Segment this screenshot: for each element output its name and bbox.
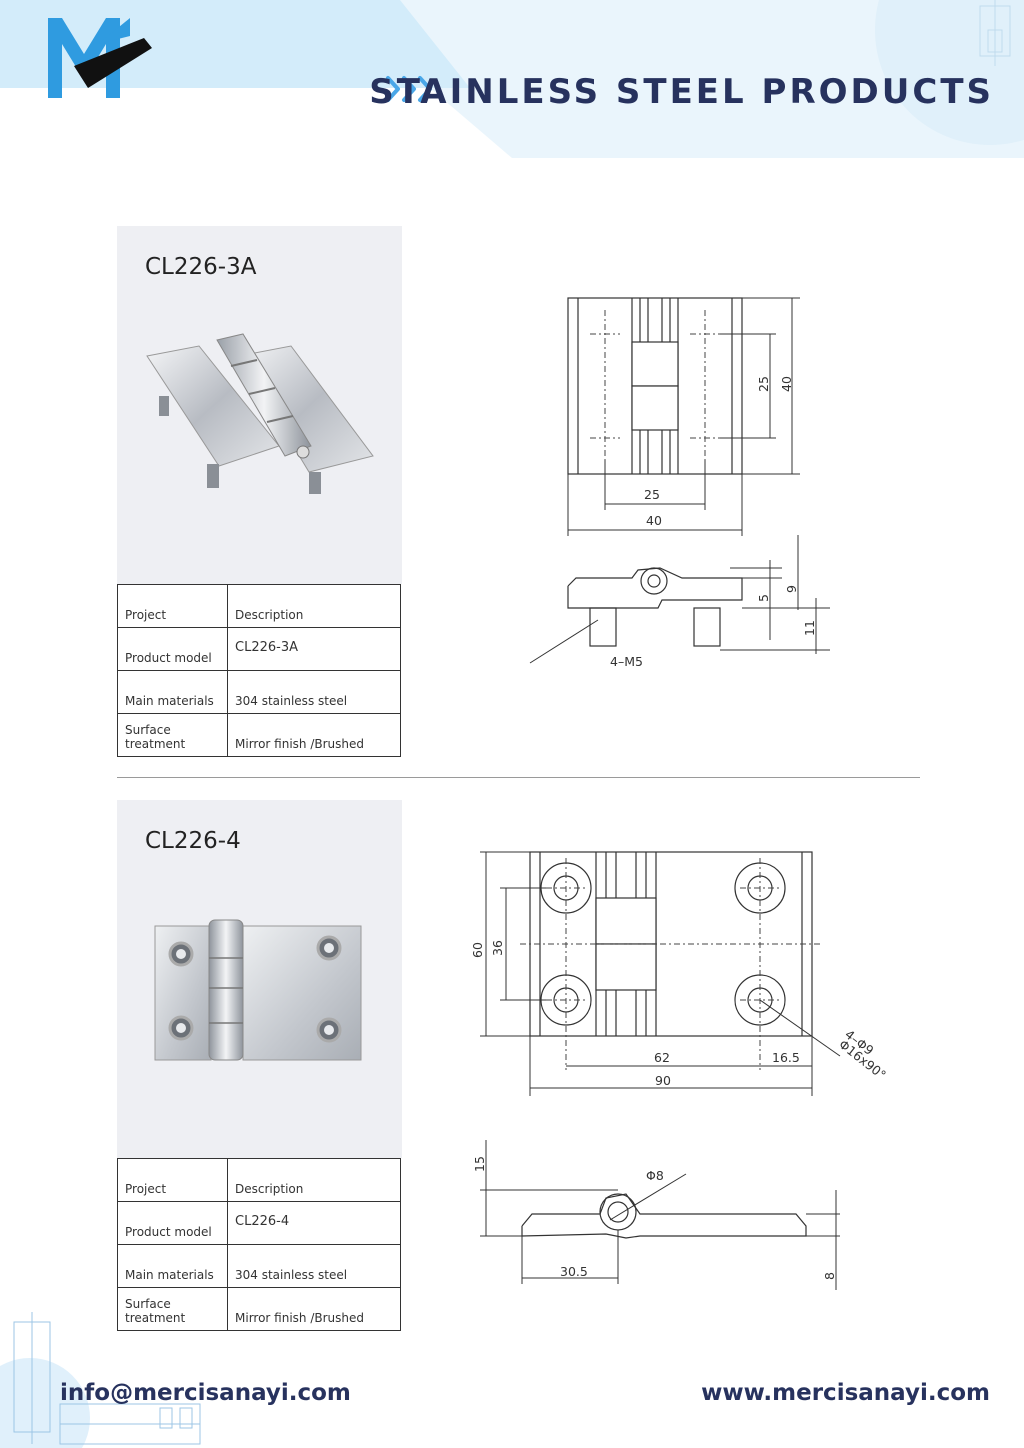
table-row: Surface treatment Mirror finish /Brushed [117,713,401,757]
product-panel-cl226-4: CL226-4 [117,800,402,1158]
corner-decoration [0,1312,201,1448]
product-panel-cl226-3a: CL226-3A [117,226,402,584]
spec-label: Surface treatment [117,1287,228,1331]
section-divider [117,777,920,778]
dim-label: 11 [802,620,817,636]
table-row: Product model CL226-4 [117,1201,401,1245]
spec-value: CL226-3A [227,627,401,671]
brand-logo [48,18,152,98]
dim-label: Φ8 [646,1168,664,1183]
spec-label: Main materials [117,670,228,714]
table-row: Main materials 304 stainless steel [117,670,401,714]
technical-drawing-cl226-3a: 25 40 25 40 5 9 11 4–M5 [529,297,830,669]
dim-label: 30.5 [560,1264,588,1279]
product-title: CL226-4 [145,828,241,854]
dim-label: 40 [646,513,662,528]
dim-label: 4–M5 [610,654,643,669]
spec-value: Mirror finish /Brushed [227,713,401,757]
spec-label: Product model [117,1201,228,1245]
dim-label: 40 [779,376,794,392]
chevrons-icon [386,76,432,102]
spec-label: Project [117,584,228,628]
contact-email-link[interactable]: info@mercisanayi.com [60,1380,351,1406]
spec-label: Main materials [117,1244,228,1288]
dim-label: 60 [470,942,485,958]
website-link[interactable]: www.mercisanayi.com [701,1380,990,1406]
spec-label: Product model [117,627,228,671]
dim-label: 15 [472,1156,487,1172]
spec-value: Mirror finish /Brushed [227,1287,401,1331]
dim-label: 25 [644,487,660,502]
dim-label: 5 [756,594,771,602]
spec-value: CL226-4 [227,1201,401,1245]
spec-label: Project [117,1158,228,1202]
table-row: Surface treatment Mirror finish /Brushed [117,1287,401,1331]
product-title: CL226-3A [145,254,257,280]
table-row: Project Description [117,1158,401,1202]
dim-label: 8 [822,1272,837,1280]
table-row: Main materials 304 stainless steel [117,1244,401,1288]
spec-label: Surface treatment [117,713,228,757]
spec-value: 304 stainless steel [227,670,401,714]
hinge-photo [154,919,362,1061]
hinge-photo [146,333,374,494]
dim-label: 25 [756,376,771,392]
dim-label: 16.5 [772,1050,800,1065]
spec-value: Description [227,584,401,628]
spec-value: 304 stainless steel [227,1244,401,1288]
page-title: STAINLESS STEEL PRODUCTS [369,72,994,112]
spec-table: Project Description Product model CL226-… [117,584,401,757]
dim-label: 36 [490,940,505,956]
technical-drawing-cl226-4: 60 36 62 16.5 90 4–Φ9 Φ16x90° 15 Φ8 30.5… [470,851,889,1290]
table-row: Product model CL226-3A [117,627,401,671]
dim-label: 90 [655,1073,671,1088]
dim-label: 62 [654,1050,670,1065]
dim-label: 9 [784,585,799,593]
table-row: Project Description [117,584,401,628]
spec-value: Description [227,1158,401,1202]
spec-table: Project Description Product model CL226-… [117,1158,401,1331]
